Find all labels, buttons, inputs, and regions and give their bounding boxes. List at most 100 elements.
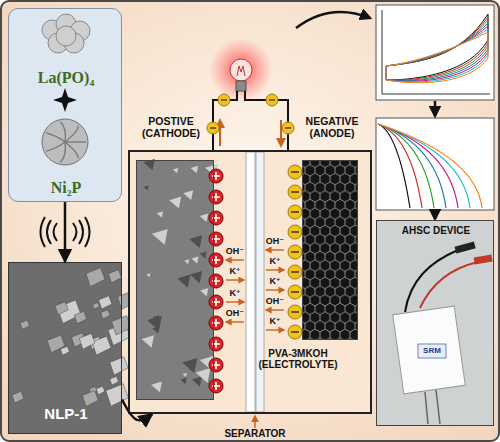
positive-charge	[209, 211, 223, 225]
chart-axes	[382, 10, 490, 94]
sonication-wave	[47, 220, 51, 244]
ion-arrow	[266, 289, 284, 290]
ion-label: OH⁻	[264, 296, 286, 306]
sem-flake	[173, 168, 178, 173]
sem-flake	[196, 368, 211, 383]
sem-flake	[101, 310, 110, 319]
cv-curve	[386, 29, 488, 82]
minus-sign	[291, 171, 299, 173]
ion-arrow	[266, 329, 284, 330]
sem-flake	[146, 273, 150, 277]
sem-background	[8, 262, 122, 434]
sem-flake	[82, 391, 98, 407]
sem-flake	[144, 185, 149, 190]
minus-sign	[210, 127, 216, 128]
photo-background	[376, 220, 494, 426]
sem-flake	[110, 357, 128, 375]
cv-curve	[386, 14, 488, 80]
petal-line	[65, 141, 86, 142]
electron	[218, 94, 230, 106]
sonication-wave	[73, 223, 77, 241]
ion-label: K⁺	[264, 316, 286, 326]
cell-box: PVA-3MKOH (ELECTROLYTE)POSTIVE (CATHODE)…	[128, 150, 372, 414]
sample-name: NLP-1	[9, 405, 123, 422]
flow-arrow	[296, 12, 370, 28]
alligator-clip	[474, 254, 493, 264]
sem-flake	[106, 384, 129, 407]
positive-charge	[209, 316, 223, 330]
sem-flake	[86, 268, 105, 287]
petal-line	[60, 122, 65, 142]
sem-flake	[200, 252, 207, 259]
sem-flake	[99, 296, 112, 309]
sem-flake	[152, 315, 159, 322]
electron	[288, 305, 302, 319]
component-label: SEPARATOR	[210, 428, 300, 439]
light-bulb	[230, 59, 252, 81]
positive-charge	[209, 358, 223, 372]
minus-sign	[269, 99, 275, 100]
bulb-filament	[237, 66, 245, 76]
device-pouch	[393, 306, 466, 394]
flower-sphere	[42, 119, 88, 165]
sem-flake	[184, 259, 189, 264]
flow-arrow	[434, 211, 437, 219]
bulb-glow	[209, 38, 273, 102]
electrode-label: NEGATIVE (ANODE)	[291, 115, 373, 139]
minus-sign	[291, 291, 299, 293]
minus-sign	[221, 99, 227, 100]
ion-label: K⁺	[264, 256, 286, 266]
sem-flake	[189, 235, 202, 248]
sem-flake	[20, 320, 29, 329]
positive-charge	[209, 295, 223, 309]
sem-flake	[191, 166, 199, 174]
panel-fill	[8, 8, 122, 202]
sem-flake	[108, 270, 121, 283]
minus-sign	[291, 251, 299, 253]
separator-sheet	[256, 152, 264, 412]
lead-wire	[420, 262, 478, 308]
sem-flake	[142, 335, 154, 347]
separator-sheet	[246, 152, 255, 412]
sem-flake	[177, 275, 190, 288]
sem-flake	[152, 229, 168, 245]
sem-flake	[151, 382, 162, 393]
flow-arrow	[122, 400, 152, 421]
particle-sphere	[56, 26, 76, 46]
ion-label: OH⁻	[264, 236, 286, 246]
ion-arrow	[266, 269, 284, 270]
graphite-electrode	[302, 160, 358, 340]
positive-charge	[209, 253, 223, 267]
electrode-label: POSTIVE (CATHODE)	[129, 115, 213, 139]
sem-flake	[79, 333, 95, 349]
sem-flake	[93, 303, 100, 310]
cv-curve	[386, 32, 488, 83]
sonication-wave	[79, 220, 83, 244]
device-tab	[425, 390, 440, 424]
minus-sign	[291, 271, 299, 273]
petal-line	[65, 126, 78, 142]
sem-flake	[189, 367, 193, 371]
sem-flake	[200, 288, 208, 296]
sem-flake	[152, 326, 159, 333]
minus-sign	[285, 127, 291, 128]
electron	[288, 165, 302, 179]
device-photo: AHSC DEVICE	[376, 220, 494, 426]
sem-flake	[169, 197, 181, 209]
positive-charge	[209, 274, 223, 288]
minus-sign	[291, 311, 299, 313]
positive-charge	[209, 337, 223, 351]
electron	[207, 122, 219, 134]
minus-sign	[291, 191, 299, 193]
current-arrow	[280, 120, 282, 146]
electron	[288, 245, 302, 259]
logo-badge	[418, 344, 446, 358]
sonication-wave	[41, 217, 46, 247]
minus-sign	[291, 211, 299, 213]
positive-charge	[209, 379, 223, 393]
cell-fill	[128, 150, 372, 414]
sem-flake	[110, 376, 119, 385]
